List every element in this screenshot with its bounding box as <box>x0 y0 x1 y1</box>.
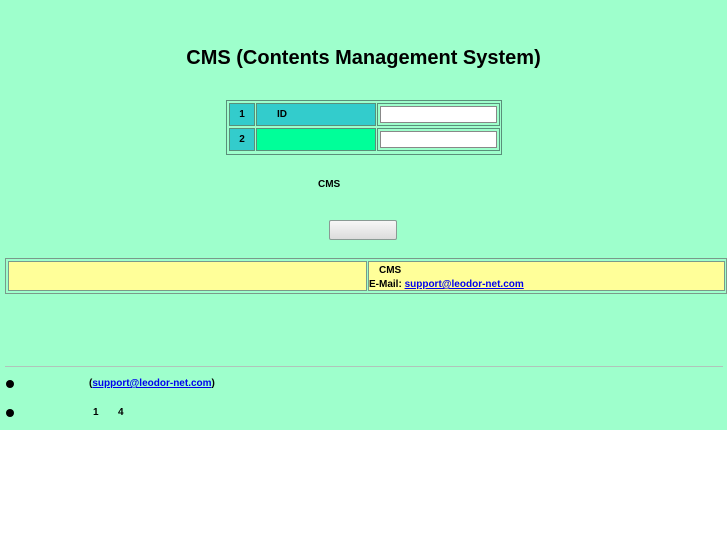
bullet-icon <box>6 380 14 388</box>
login-table: 1 ID 2 <box>226 100 502 155</box>
id-input[interactable] <box>380 106 497 123</box>
note-support-email-link[interactable]: support@leodor-net.com <box>92 378 212 389</box>
id-label: ID <box>277 109 287 120</box>
page-title: CMS (Contents Management System) <box>186 47 541 69</box>
contact-cms-label: CMS <box>379 265 402 276</box>
login-button[interactable] <box>329 220 397 240</box>
divider <box>5 366 723 367</box>
note-prefix: ( <box>89 378 93 389</box>
contact-email-line: E-Mail: support@leodor-net.com <box>369 279 524 290</box>
row-label <box>256 128 376 151</box>
login-row-id: 1 ID <box>229 103 500 126</box>
bullet-icon <box>6 409 14 417</box>
contact-left-cell <box>8 261 367 291</box>
note-item-support: (support@leodor-net.com) <box>89 378 215 389</box>
row-input-cell <box>377 103 500 126</box>
page: CMS (Contents Management System) 1 ID 2 … <box>0 0 727 430</box>
login-row-password: 2 <box>229 128 500 151</box>
row-number: 1 <box>229 103 255 126</box>
email-label: E-Mail: <box>369 279 402 290</box>
password-label <box>257 134 277 145</box>
row-input-cell <box>377 128 500 151</box>
note-num-b: 4 <box>118 407 124 418</box>
row-number: 2 <box>229 128 255 151</box>
contact-bar: CMS E-Mail: support@leodor-net.com <box>5 258 727 294</box>
password-input[interactable] <box>380 131 497 148</box>
row-label: ID <box>256 103 376 126</box>
support-email-link[interactable]: support@leodor-net.com <box>404 279 524 290</box>
login-note: CMS <box>318 179 341 190</box>
note-num-a: 1 <box>93 407 99 418</box>
contact-right-cell: CMS E-Mail: support@leodor-net.com <box>368 261 725 291</box>
note-suffix: ) <box>211 378 215 389</box>
